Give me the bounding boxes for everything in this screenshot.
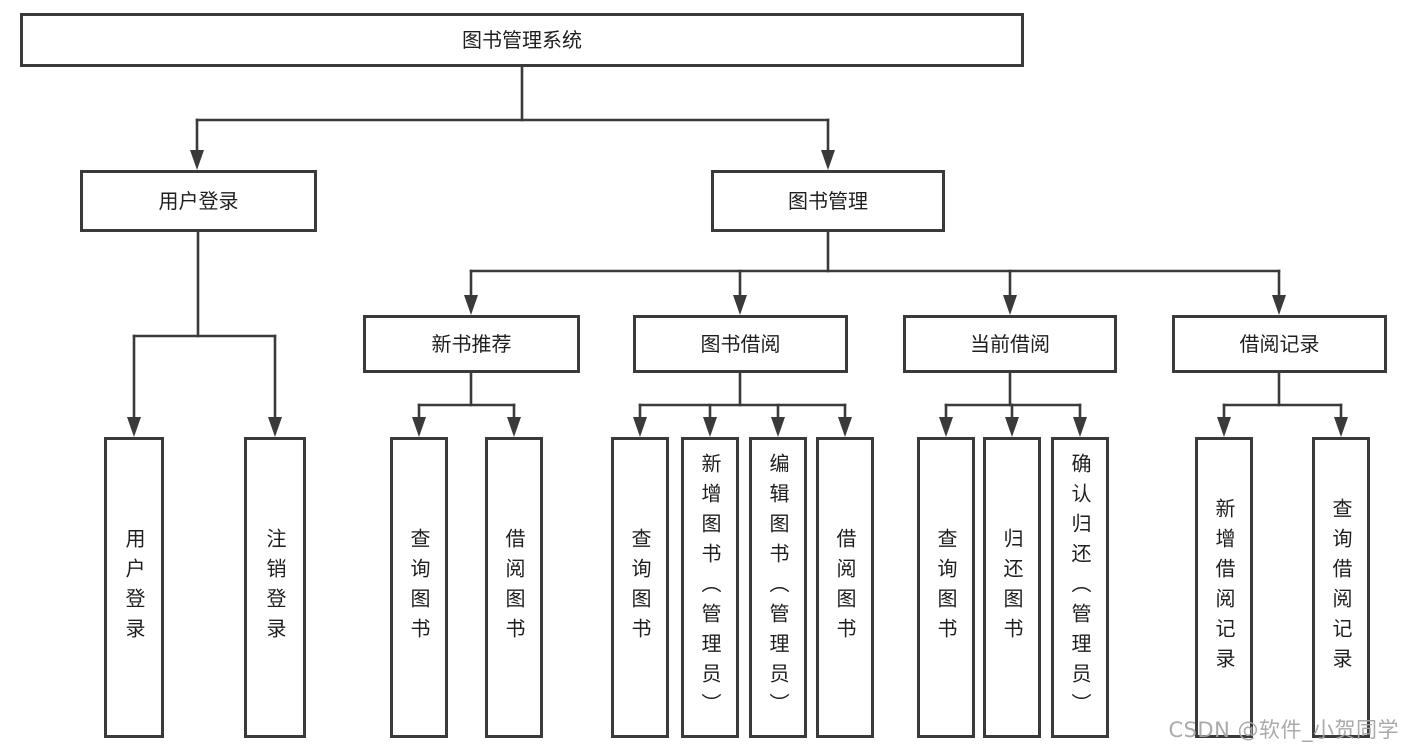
leaf-edit-book-admin: 编辑图书（管理员） — [749, 437, 807, 738]
leaf-logout-label: 注销登录 — [263, 527, 287, 648]
leaf-edit-book-admin-label: 编辑图书（管理员） — [766, 452, 790, 723]
leaf-borrow-books-borrowing-label: 借阅图书 — [833, 527, 857, 648]
leaf-add-borrow-record-label: 新增借阅记录 — [1212, 497, 1236, 678]
node-book-management: 图书管理 — [711, 170, 945, 232]
leaf-query-books-recommend: 查询图书 — [390, 437, 448, 738]
leaf-return-book: 归还图书 — [983, 437, 1041, 738]
leaf-add-book-admin-label: 新增图书（管理员） — [698, 452, 722, 723]
node-user-login: 用户登录 — [80, 170, 317, 232]
node-library-management-system: 图书管理系统 — [20, 13, 1024, 67]
leaf-add-book-admin: 新增图书（管理员） — [681, 437, 739, 738]
leaf-query-books-borrowing: 查询图书 — [611, 437, 669, 738]
csdn-watermark: CSDN @软件_小贺同学 — [1168, 718, 1399, 742]
leaf-user-login: 用户登录 — [104, 437, 164, 738]
leaf-query-books-borrowing-label: 查询图书 — [628, 527, 652, 648]
leaf-query-borrow-record-label: 查询借阅记录 — [1329, 497, 1353, 678]
leaf-confirm-return-admin-label: 确认归还（管理员） — [1068, 452, 1092, 723]
node-borrow-records: 借阅记录 — [1172, 315, 1387, 373]
leaf-query-books-recommend-label: 查询图书 — [407, 527, 431, 648]
leaf-borrow-books-recommend: 借阅图书 — [485, 437, 543, 738]
leaf-return-book-label: 归还图书 — [1000, 527, 1024, 648]
leaf-query-books-current-label: 查询图书 — [934, 527, 958, 648]
leaf-add-borrow-record: 新增借阅记录 — [1195, 437, 1253, 738]
leaf-borrow-books-borrowing: 借阅图书 — [816, 437, 874, 738]
leaf-confirm-return-admin: 确认归还（管理员） — [1051, 437, 1109, 738]
node-book-borrowing: 图书借阅 — [633, 315, 848, 373]
leaf-query-borrow-record: 查询借阅记录 — [1312, 437, 1370, 738]
leaf-logout: 注销登录 — [244, 437, 306, 738]
leaf-borrow-books-recommend-label: 借阅图书 — [502, 527, 526, 648]
node-current-borrowing: 当前借阅 — [903, 315, 1117, 373]
node-new-book-recommend: 新书推荐 — [363, 315, 580, 373]
leaf-user-login-label: 用户登录 — [122, 527, 146, 648]
leaf-query-books-current: 查询图书 — [917, 437, 975, 738]
